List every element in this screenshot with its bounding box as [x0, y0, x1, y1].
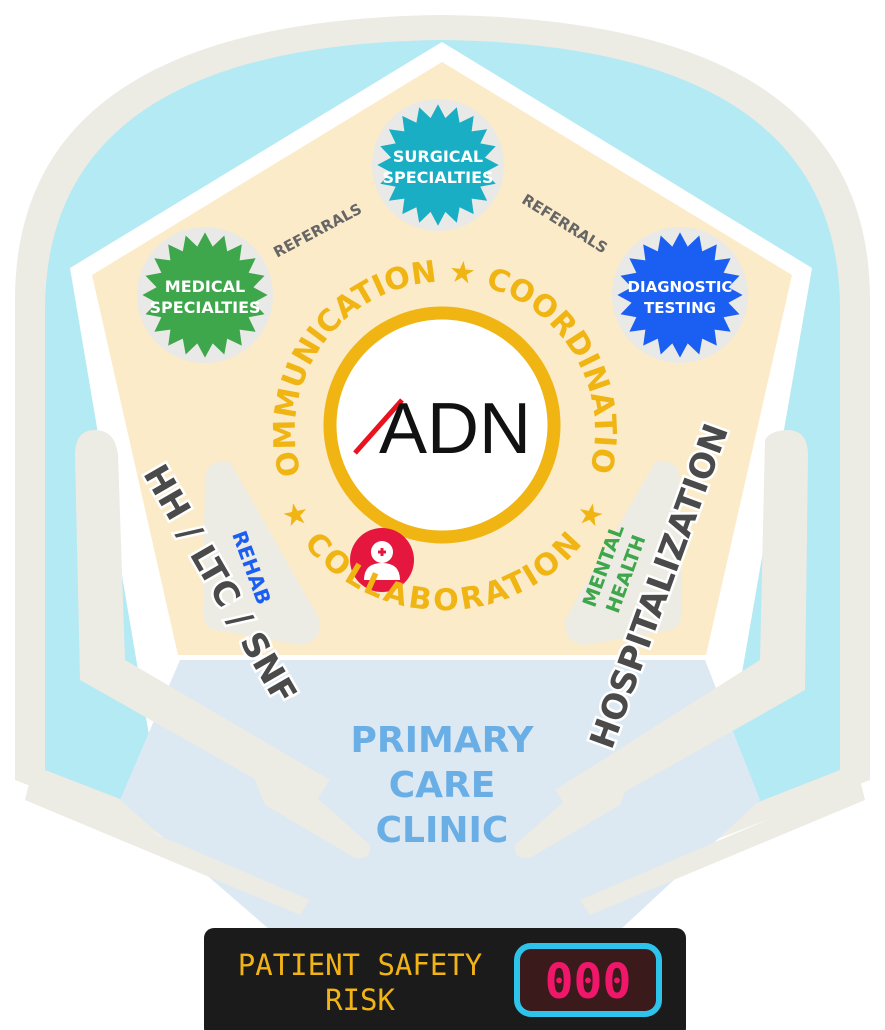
scoreboard-label-1: PATIENT SAFETY	[238, 948, 482, 982]
left-flipper	[255, 764, 371, 859]
medical-badge-line2: SPECIALTIES	[149, 298, 260, 317]
primary-care-line1: PRIMARY	[350, 720, 534, 761]
right-flipper	[514, 764, 630, 859]
surgical-badge-line1: SURGICAL	[393, 147, 483, 166]
right-outlane	[580, 780, 865, 915]
mental-health-bumper	[564, 461, 682, 645]
adn-logo: ADN	[353, 389, 531, 469]
surgical-badge: SURGICAL SPECIALTIES	[372, 99, 504, 231]
diagnostic-starburst	[617, 232, 743, 358]
rehab-bumper	[203, 461, 321, 645]
primary-care-line3: CLINIC	[376, 810, 509, 851]
right-lane	[555, 430, 808, 820]
primary-care-line2: CARE	[389, 765, 496, 806]
medical-badge: MEDICAL SPECIALTIES	[137, 227, 273, 363]
scoreboard-label-2: RISK	[325, 983, 395, 1017]
left-lane	[75, 430, 330, 810]
surgical-badge-line2: SPECIALTIES	[382, 168, 493, 187]
logo-ring	[323, 306, 561, 544]
primary-care-area	[120, 660, 760, 930]
diagnostic-badge-line1: DIAGNOSTIC	[628, 278, 733, 296]
diagnostic-badge: DIAGNOSTIC TESTING	[612, 227, 748, 363]
surgical-starburst	[377, 104, 499, 226]
patient-plus-icon	[350, 528, 414, 592]
left-outlane	[25, 780, 310, 915]
logo-text: ADN	[379, 389, 531, 469]
medical-badge-line1: MEDICAL	[165, 277, 245, 296]
scoreboard: PATIENT SAFETY RISK 000	[204, 928, 686, 1030]
medical-starburst	[142, 232, 268, 358]
score-value: 000	[545, 954, 632, 1010]
diagnostic-badge-line2: TESTING	[644, 299, 716, 317]
